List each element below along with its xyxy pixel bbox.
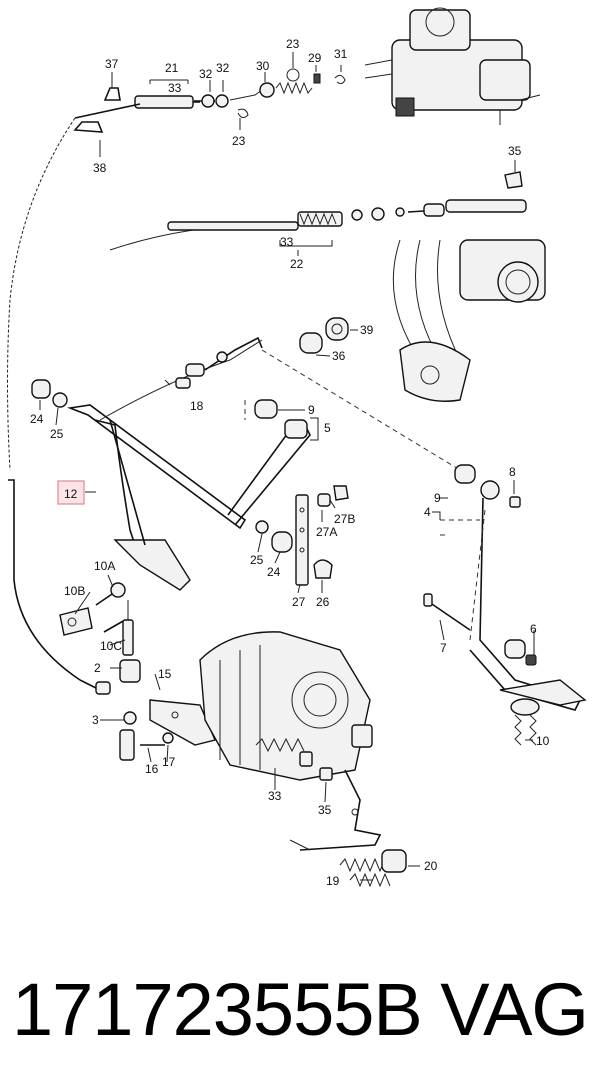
callout-labels: 37 21 33 32 32 30 23 29 31 23 38 35 33 2… — [30, 37, 550, 888]
callout-39: 39 — [360, 323, 374, 337]
exploded-parts-diagram: 37 21 33 32 32 30 23 29 31 23 38 35 33 2… — [7, 7, 587, 888]
callout-10b: 10B — [64, 584, 85, 598]
callout-24: 24 — [30, 412, 44, 426]
part-number: 171723555B — [12, 968, 423, 1051]
footer-caption: 171723555B VAG — [0, 960, 600, 1080]
callout-24: 24 — [267, 565, 281, 579]
callout-10: 10 — [536, 734, 550, 748]
long-cable-loop — [7, 117, 301, 681]
throttle-body — [392, 239, 546, 402]
callout-10a: 10A — [94, 559, 115, 573]
callout-20: 20 — [424, 859, 438, 873]
callout-19: 19 — [326, 874, 340, 888]
right-pedal-lever — [423, 464, 587, 711]
callout-30: 30 — [256, 59, 270, 73]
callout-17: 17 — [162, 755, 176, 769]
callout-18: 18 — [190, 399, 204, 413]
callout-21: 21 — [165, 61, 179, 75]
transmission-housing — [199, 631, 373, 781]
callout-6: 6 — [530, 622, 537, 636]
callout-23: 23 — [232, 134, 246, 148]
callout-2: 2 — [94, 661, 101, 675]
callout-25: 25 — [50, 427, 64, 441]
callout-12: 12 — [64, 487, 78, 501]
upper-accelerator-cable — [73, 68, 346, 133]
callout-38: 38 — [93, 161, 107, 175]
highlighted-callout-box — [57, 480, 85, 505]
callout-27a: 27A — [316, 525, 337, 539]
callout-23: 23 — [286, 37, 300, 51]
callout-32: 32 — [199, 67, 213, 81]
callout-37: 37 — [105, 57, 119, 71]
callout-22: 22 — [290, 257, 304, 271]
leader-lines — [39, 52, 535, 881]
callout-32: 32 — [216, 61, 230, 75]
middle-accelerator-cable — [167, 171, 527, 231]
callout-5: 5 — [324, 421, 331, 435]
bushings-36-39 — [299, 317, 349, 354]
callout-35: 35 — [318, 803, 332, 817]
callout-33: 33 — [168, 81, 182, 95]
callout-33: 33 — [268, 789, 282, 803]
callout-15: 15 — [158, 667, 172, 681]
callout-27b: 27B — [334, 512, 355, 526]
bottom-linkage — [289, 769, 407, 888]
callout-33: 33 — [280, 235, 294, 249]
callout-9: 9 — [308, 403, 315, 417]
linkage-dashed-line — [261, 349, 461, 471]
carburetor — [364, 7, 541, 125]
callout-8: 8 — [509, 465, 516, 479]
callout-31: 31 — [334, 47, 348, 61]
pedal-shaft-assembly — [31, 336, 311, 591]
linkage-dashed-line-3 — [440, 519, 480, 536]
bracket-27 — [295, 485, 349, 586]
callout-4: 4 — [424, 505, 431, 519]
callout-25: 25 — [250, 553, 264, 567]
callout-7: 7 — [440, 641, 447, 655]
callout-9: 9 — [434, 491, 441, 505]
callout-27: 27 — [292, 595, 306, 609]
callout-10c: 10C — [100, 639, 122, 653]
left-lower-parts — [59, 582, 216, 761]
callout-36: 36 — [332, 349, 346, 363]
callout-26: 26 — [316, 595, 330, 609]
brand-name: VAG — [440, 968, 589, 1051]
callout-29: 29 — [308, 51, 322, 65]
callout-16: 16 — [145, 762, 159, 776]
callout-3: 3 — [92, 713, 99, 727]
buffer-10 — [510, 698, 540, 746]
callout-35: 35 — [508, 144, 522, 158]
